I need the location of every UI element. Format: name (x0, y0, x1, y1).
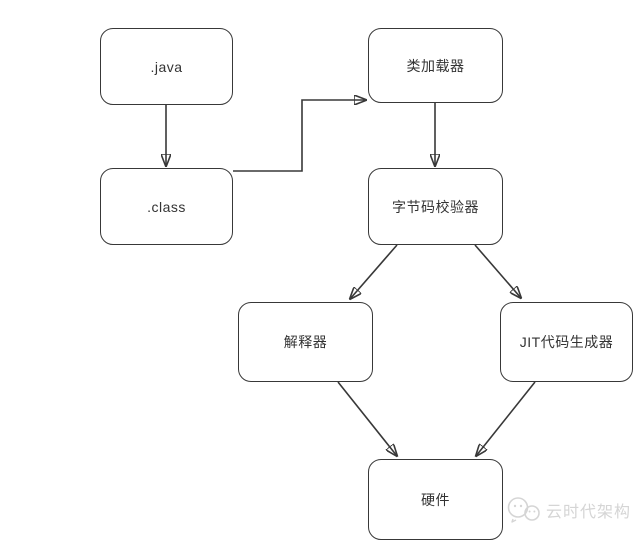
edge-class-to-classloader (233, 100, 366, 172)
node-bytecode-verifier: 字节码校验器 (368, 168, 503, 245)
node-java-label: .java (150, 58, 183, 75)
node-hardware: 硬件 (368, 459, 503, 540)
node-interpreter: 解释器 (238, 302, 373, 382)
edge-verifier-to-interpreter (350, 244, 398, 299)
node-class-file-label: .class (147, 198, 186, 215)
watermark: 云时代架构 (506, 495, 631, 525)
node-java: .java (100, 28, 233, 105)
node-bytecode-verifier-label: 字节码校验器 (392, 198, 479, 215)
edge-verifier-to-jit (474, 244, 521, 298)
node-jit-generator: JIT代码生成器 (500, 302, 633, 382)
watermark-label: 云时代架构 (546, 504, 632, 521)
node-class-loader-label: 类加载器 (406, 57, 465, 74)
wechat-icon (507, 497, 540, 523)
edge-jit-to-hardware (476, 381, 536, 456)
node-hardware-label: 硬件 (421, 491, 450, 508)
node-jit-generator-label: JIT代码生成器 (519, 334, 614, 350)
node-class-loader: 类加载器 (368, 28, 503, 103)
edge-interpreter-to-hardware (337, 381, 397, 456)
node-class-file: .class (100, 168, 233, 245)
node-interpreter-label: 解释器 (283, 334, 328, 350)
